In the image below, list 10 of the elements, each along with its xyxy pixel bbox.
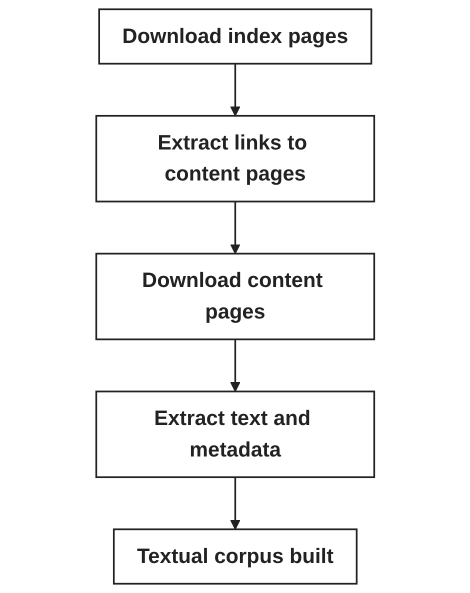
flowchart: Download index pages Extract links to content pages Download content pages Extract text and metadata Textual corpus built xyxy=(86,0,384,593)
node-box xyxy=(95,252,375,340)
arrow xyxy=(230,202,240,254)
arrow xyxy=(230,64,240,116)
arrow xyxy=(230,339,240,392)
node-box xyxy=(95,390,375,478)
node-box xyxy=(95,114,375,202)
node-box xyxy=(112,528,358,585)
arrow xyxy=(230,477,240,530)
node-box xyxy=(98,8,372,65)
